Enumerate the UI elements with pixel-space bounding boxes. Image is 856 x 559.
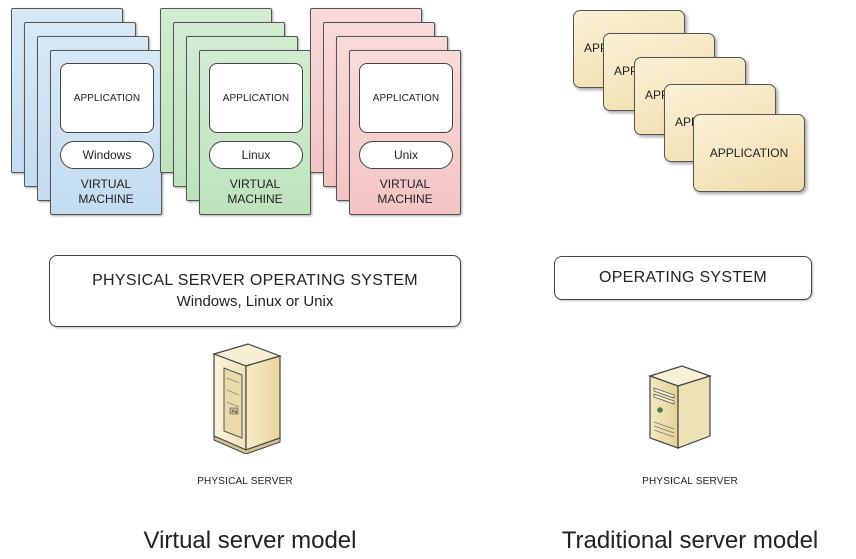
vm-label-line2: MACHINE	[78, 192, 134, 206]
vm-card-unix: APPLICATION Unix VIRTUAL MACHINE	[349, 50, 461, 215]
vm-card-windows: APPLICATION Windows VIRTUAL MACHINE	[50, 50, 162, 215]
vm-application-box: APPLICATION	[60, 63, 154, 133]
tower-server-icon	[212, 343, 282, 454]
vm-guest-os: Windows	[60, 141, 154, 169]
vm-label-line1: VIRTUAL	[229, 177, 281, 191]
vm-label: VIRTUAL MACHINE	[51, 177, 161, 207]
virtual-model-caption: Virtual server model	[143, 527, 357, 554]
vm-card-linux: APPLICATION Linux VIRTUAL MACHINE	[199, 50, 311, 215]
desktop-server-icon	[648, 365, 712, 449]
vm-application-box: APPLICATION	[209, 63, 303, 133]
host-os-title: PHYSICAL SERVER OPERATING SYSTEM	[92, 272, 418, 289]
vm-application-box: APPLICATION	[359, 63, 453, 133]
host-os-box: PHYSICAL SERVER OPERATING SYSTEM Windows…	[49, 255, 461, 327]
operating-system-box: OPERATING SYSTEM	[554, 256, 812, 300]
vm-guest-os: Linux	[209, 141, 303, 169]
application-card-front: APPLICATION	[693, 114, 805, 192]
application-label: APPLICATION	[709, 146, 789, 160]
traditional-model-caption: Traditional server model	[561, 527, 819, 554]
vm-label-line2: MACHINE	[227, 192, 283, 206]
operating-system-label: OPERATING SYSTEM	[598, 269, 768, 286]
vm-label-line1: VIRTUAL	[379, 177, 431, 191]
vm-label: VIRTUAL MACHINE	[350, 177, 460, 207]
host-os-subtitle: Windows, Linux or Unix	[176, 293, 334, 310]
vm-guest-os: Unix	[359, 141, 453, 169]
vm-label-line2: MACHINE	[377, 192, 433, 206]
vm-label-line1: VIRTUAL	[80, 177, 132, 191]
vm-label: VIRTUAL MACHINE	[200, 177, 310, 207]
physical-server-label: PHYSICAL SERVER	[642, 476, 738, 487]
physical-server-label: PHYSICAL SERVER	[197, 476, 293, 487]
